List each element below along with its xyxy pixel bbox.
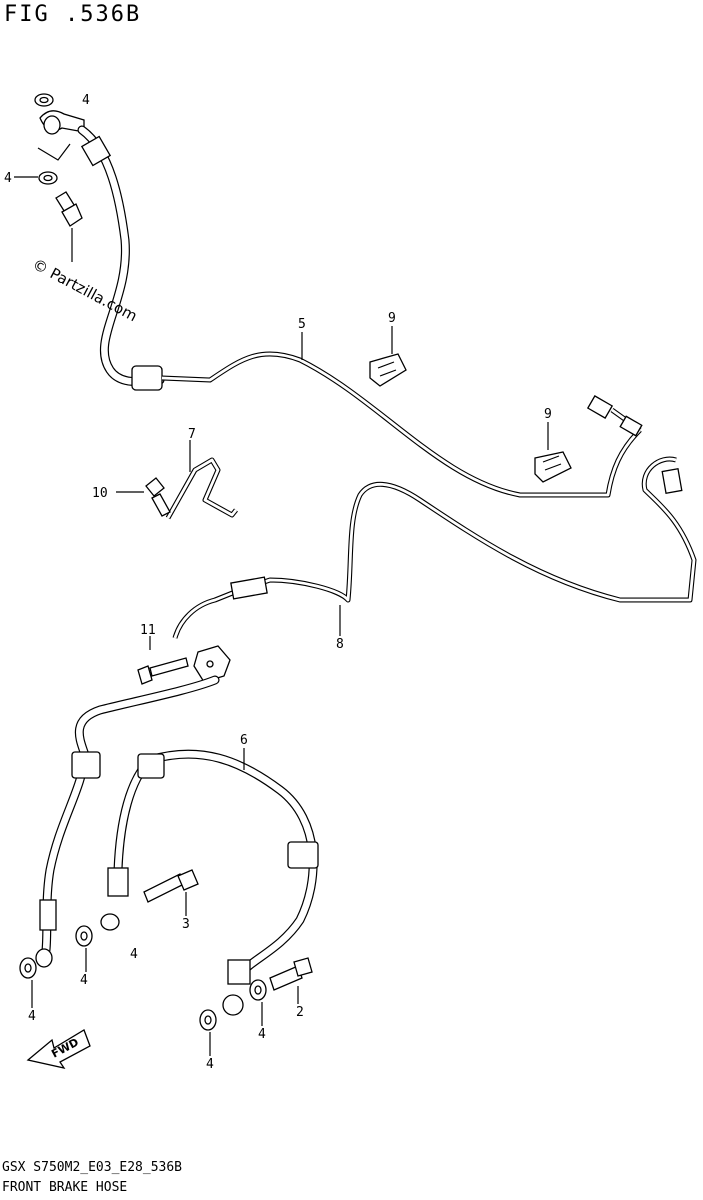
hose-left-lower (35, 675, 220, 968)
pipe-8 (172, 456, 697, 639)
bracket-7 (165, 457, 238, 520)
callout-3: 3 (182, 917, 190, 932)
callout-4: 4 (28, 1009, 36, 1024)
figure-title: FIG .536B (4, 2, 142, 27)
hose-6 (100, 749, 319, 1016)
bolt-3 (143, 869, 199, 903)
callout-9: 9 (544, 407, 552, 422)
bolt-2 (269, 957, 313, 991)
callout-4: 4 (130, 947, 138, 962)
leader-lines (31, 326, 549, 1056)
callout-4: 4 (258, 1027, 266, 1042)
callout-4: 4 (82, 93, 90, 108)
callout-7: 7 (188, 427, 196, 442)
callout-4: 4 (80, 973, 88, 988)
bolt-10 (116, 477, 171, 517)
callout-8: 8 (336, 637, 344, 652)
callout-5: 5 (298, 317, 306, 332)
junction-block (149, 636, 231, 683)
bolt-11 (137, 657, 189, 685)
callout-9: 9 (388, 311, 396, 326)
fwd-arrow-icon: FWD (26, 1029, 91, 1069)
upper-banjo-assembly (14, 93, 85, 262)
clamp-9-lower (534, 451, 572, 483)
footer-caption: FRONT BRAKE HOSE (2, 1180, 128, 1195)
footer-code: GSX S750M2_E03_E28_536B (2, 1160, 183, 1175)
callout-2: 2 (296, 1005, 304, 1020)
callout-6: 6 (240, 733, 248, 748)
callout-4: 4 (4, 171, 12, 186)
callout-4: 4 (206, 1057, 214, 1072)
hose-5 (77, 125, 643, 498)
callout-10: 10 (92, 486, 108, 501)
clamp-9-upper (369, 353, 407, 387)
washers-lower (19, 925, 267, 1031)
callout-11: 11 (140, 623, 156, 638)
